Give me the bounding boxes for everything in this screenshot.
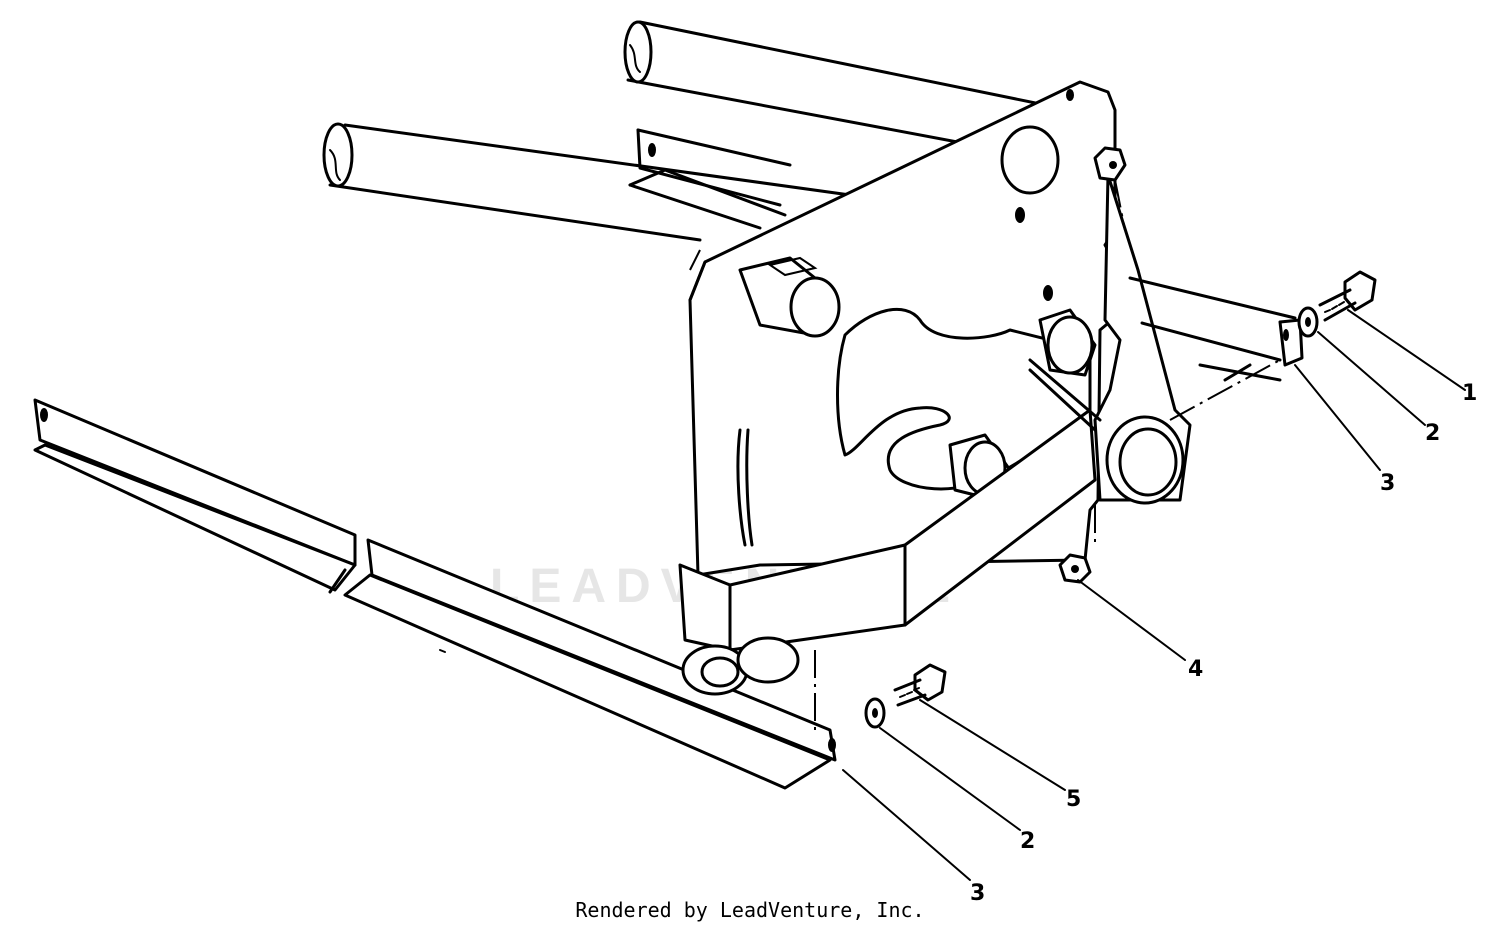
bolt-1-icon [1318, 270, 1377, 322]
callout-1: 1 [1462, 381, 1477, 406]
washer-2-icon [1297, 306, 1319, 338]
washer-2-bottom-icon [864, 697, 886, 729]
callout-4: 4 [1188, 657, 1203, 682]
bushing-upper-right [1000, 125, 1060, 195]
back-bracket [628, 128, 792, 230]
nut-4-icon [1058, 553, 1092, 584]
right-bracket [1128, 276, 1304, 382]
nut-top-icon [1093, 146, 1127, 182]
callout-3-upper: 3 [1380, 471, 1395, 496]
callout-2-lower: 2 [1020, 829, 1035, 854]
callout-5: 5 [1066, 787, 1081, 812]
rear-tube-upper [623, 20, 1062, 152]
rear-tube-lower [322, 122, 852, 271]
pivot-arm [1093, 173, 1192, 505]
callout-2-upper: 2 [1425, 421, 1440, 446]
angle-bar-left [33, 398, 837, 790]
lower-strap [678, 358, 1102, 652]
leader-lines [814, 179, 1466, 881]
footer-credit: Rendered by LeadVenture, Inc. [575, 898, 925, 922]
mounting-plate [688, 80, 1117, 577]
lower-pivot [681, 636, 800, 696]
callout-3-lower: 3 [970, 881, 985, 906]
bushing-upper-left [738, 256, 841, 338]
bushing-middle [1038, 308, 1097, 377]
bolt-5-icon [893, 663, 947, 707]
